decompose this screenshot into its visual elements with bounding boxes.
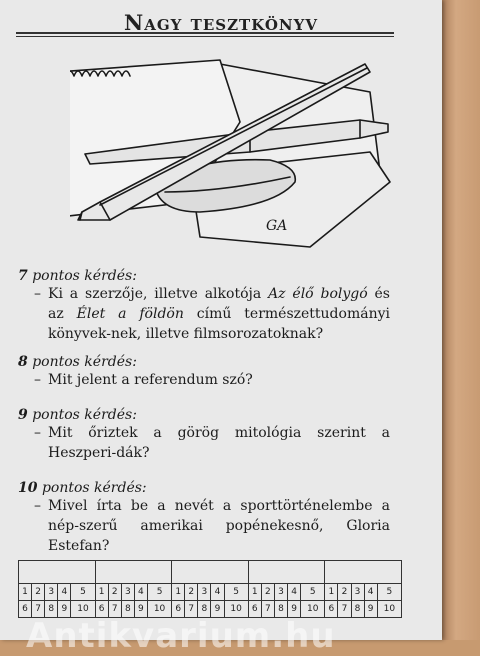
answer-grid-cell: 7 (184, 600, 199, 618)
answer-grid-cell: 2 (31, 583, 46, 601)
answer-grid-header-row (18, 560, 402, 584)
page-title: Nagy tesztkönyv (124, 10, 318, 35)
answer-grid-cell: 10 (70, 600, 96, 618)
question-9-heading: 9 pontos kérdés: (18, 407, 137, 423)
answer-grid-cell: 7 (31, 600, 46, 618)
answer-grid-cell: 6 (247, 600, 262, 618)
question-8-heading: 8 pontos kérdés: (18, 354, 137, 370)
answer-grid-cell: 6 (94, 600, 109, 618)
question-7: 7 pontos kérdés: – Ki a szerzője, illetv… (18, 268, 390, 344)
answer-grid-cell: 8 (44, 600, 59, 618)
question-7-heading: 7 pontos kérdés: (18, 268, 137, 284)
answer-grid-cell: 3 (120, 583, 135, 601)
answer-box-1 (18, 560, 96, 584)
answer-grid-cell: 6 (324, 600, 339, 618)
answer-grid-cell: 4 (363, 583, 378, 601)
answer-grid-cell: 9 (363, 600, 378, 618)
answer-grid-cell: 5 (300, 583, 326, 601)
answer-grid-cell: 9 (287, 600, 302, 618)
answer-grid-cell: 7 (337, 600, 352, 618)
question-9: 9 pontos kérdés: –Mit őriztek a görög mi… (18, 407, 390, 463)
answer-grid-cell: 6 (171, 600, 186, 618)
answer-grid-cell: 8 (120, 600, 135, 618)
notepad-spiral (70, 70, 131, 77)
answer-box-4 (247, 560, 326, 584)
answer-grid-cell: 5 (146, 583, 173, 601)
answer-box-5 (324, 560, 402, 584)
answer-grid-cell: 4 (133, 583, 148, 601)
question-7-text: – Ki a szerzője, illetve alkotója Az élő… (34, 286, 390, 342)
illustration-signature: GA (266, 218, 287, 234)
question-10-heading: 10 pontos kérdés: (18, 480, 147, 496)
answer-grid-cell: 2 (107, 583, 122, 601)
answer-grid-cell: 6 (17, 600, 33, 618)
answer-box-2 (94, 560, 173, 584)
question-8: 8 pontos kérdés: –Mit jelent a referendu… (18, 354, 390, 390)
answer-grid-cell: 9 (210, 600, 225, 618)
answer-grid-cell: 5 (376, 583, 403, 601)
answer-grid-cell: 10 (146, 600, 173, 618)
answer-grid-cell: 3 (350, 583, 365, 601)
answer-grid-cell: 7 (260, 600, 275, 618)
answer-grid-cell: 3 (44, 583, 59, 601)
answer-grid-cell: 8 (273, 600, 289, 618)
answer-grid-cell: 1 (247, 583, 262, 601)
answer-grid-cell: 9 (133, 600, 148, 618)
answer-grid-cell: 7 (107, 600, 122, 618)
watermark: Antikvarium.hu (26, 616, 336, 656)
answer-grid-cell: 5 (223, 583, 249, 601)
answer-grid-cell: 2 (260, 583, 275, 601)
answer-box-3 (171, 560, 249, 584)
answer-grid-cell: 3 (197, 583, 212, 601)
answer-grid-cell: 1 (171, 583, 186, 601)
question-8-text: –Mit jelent a referendum szó? (34, 372, 253, 388)
answer-grid-cell: 8 (197, 600, 212, 618)
answer-grid-cell: 4 (287, 583, 302, 601)
answer-grid-cell: 3 (273, 583, 289, 601)
answer-grid-cell: 10 (223, 600, 249, 618)
question-9-text: –Mit őriztek a görög mitológia szerint a… (34, 425, 390, 461)
answer-grid-cell: 2 (184, 583, 199, 601)
book-spine (440, 0, 480, 640)
book-page: Nagy tesztkönyv GA 7 pontos kérdés: – Ki… (0, 0, 442, 640)
title-rule-thick (16, 32, 394, 34)
answer-grid-cell: 1 (324, 583, 339, 601)
answer-grid-cell: 1 (17, 583, 33, 601)
answer-grid-cell: 10 (376, 600, 403, 618)
answer-grid-cell: 10 (300, 600, 326, 618)
answer-grid-cell: 1 (94, 583, 109, 601)
answer-grid-cell: 9 (57, 600, 72, 618)
title-rule-thin (16, 36, 394, 37)
answer-grid-cell: 5 (70, 583, 96, 601)
answer-grid-cell: 8 (350, 600, 365, 618)
answer-grid-cell: 4 (210, 583, 225, 601)
answer-grid-cell: 4 (57, 583, 72, 601)
answer-grid-cell: 2 (337, 583, 352, 601)
pen-pencil-eraser-illustration: GA (70, 59, 391, 248)
question-10: 10 pontos kérdés: –Mivel írta be a nevét… (18, 480, 390, 556)
question-10-text: –Mivel írta be a nevét a sporttörténelem… (34, 498, 390, 554)
